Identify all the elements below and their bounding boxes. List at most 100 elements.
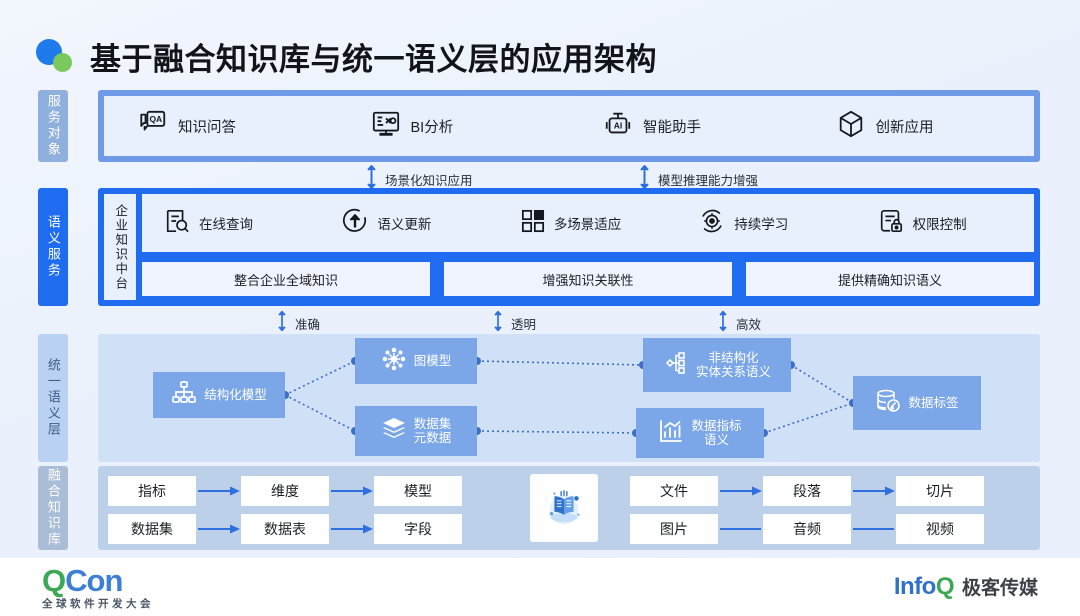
kb-cell[interactable]: 数据集 xyxy=(108,514,196,544)
node-graph-model[interactable]: 图模型 xyxy=(355,338,477,384)
node-unstructured-entity-semantics[interactable]: 非结构化 实体关系语义 xyxy=(643,338,791,392)
two-dots-logo-icon xyxy=(36,37,76,77)
four-squares-icon xyxy=(521,209,545,238)
node-label: 数据集 元数据 xyxy=(413,416,452,445)
qcon-logo-q: Q xyxy=(42,562,66,598)
arrow-right-icon xyxy=(720,486,762,496)
arrow-up-circle-icon xyxy=(342,208,368,239)
qcon-logo-con: Con xyxy=(65,562,123,598)
service-item-label: 智能助手 xyxy=(643,119,701,136)
semantic-feature-label: 在线查询 xyxy=(199,217,253,232)
kb-cell[interactable]: 数据表 xyxy=(241,514,329,544)
entity-graph-icon xyxy=(663,350,689,379)
semantic-cards-row: 整合企业全域知识 增强知识关联性 提供精确知识语义 xyxy=(142,258,1034,300)
node-label: 数据标签 xyxy=(908,395,959,410)
semantic-feature-online-query[interactable]: 在线查询 xyxy=(142,208,320,239)
gear-refresh-icon xyxy=(699,208,725,239)
service-item-assistant[interactable]: AI 智能助手 xyxy=(569,109,802,144)
node-dataset-metadata[interactable]: 数据集 元数据 xyxy=(355,406,477,456)
service-item-label: BI分析 xyxy=(410,119,454,136)
node-label: 非结构化 实体关系语义 xyxy=(695,350,771,379)
connector-accurate: 准确 xyxy=(277,310,320,337)
kb-cell[interactable]: 字段 xyxy=(374,514,462,544)
double-arrow-vertical-icon xyxy=(718,310,728,337)
infoq-logo-subtitle: 极客传媒 xyxy=(961,578,1038,599)
connector-label: 场景化知识应用 xyxy=(385,174,473,188)
page-title: 基于融合知识库与统一语义层的应用架构 xyxy=(90,42,657,77)
semantic-card-precise[interactable]: 提供精确知识语义 xyxy=(746,262,1034,296)
rail-semantic-service: 语义服务 xyxy=(38,188,68,306)
semantic-card-relate[interactable]: 增强知识关联性 xyxy=(444,262,732,296)
connector-scenario-knowledge: 场景化知识应用 xyxy=(366,164,473,195)
double-arrow-vertical-icon xyxy=(639,164,650,195)
service-item-innovation[interactable]: 创新应用 xyxy=(802,109,1035,144)
rail-knowledge-base: 融合知识库 xyxy=(38,466,68,550)
semantic-feature-label: 权限控制 xyxy=(912,217,967,232)
kb-cell[interactable]: 图片 xyxy=(630,514,718,544)
bi-monitor-icon xyxy=(371,109,401,144)
infoq-logo-info: Info xyxy=(893,573,936,600)
svg-text:QA: QA xyxy=(149,114,162,124)
qa-chat-icon: QA xyxy=(138,109,168,144)
connector-label: 模型推理能力增强 xyxy=(658,174,759,188)
kb-cell[interactable]: 模型 xyxy=(374,476,462,506)
semantic-feature-access-control[interactable]: 权限控制 xyxy=(856,208,1034,239)
semantic-feature-label: 语义更新 xyxy=(377,217,432,232)
bar-chart-icon xyxy=(658,418,684,447)
document-lock-icon xyxy=(878,208,904,239)
kb-left-group: 指标 维度 模型数据集 数据表 字段 xyxy=(108,472,498,544)
kb-cell[interactable]: 音频 xyxy=(763,514,851,544)
semantic-service-band: 企业知识中台 在线查询 xyxy=(98,188,1040,306)
connector-transparent: 透明 xyxy=(493,310,536,337)
semantic-feature-label: 多场景适应 xyxy=(553,217,622,232)
infoq-logo-q: Q xyxy=(935,573,955,600)
ai-robot-icon: AI xyxy=(603,109,633,144)
arrow-right-icon xyxy=(331,524,373,534)
cube-icon xyxy=(836,109,866,144)
double-arrow-vertical-icon xyxy=(493,310,503,337)
node-label: 图模型 xyxy=(413,353,452,368)
kb-cell[interactable]: 段落 xyxy=(763,476,851,506)
semantic-feature-continuous-learning[interactable]: 持续学习 xyxy=(677,208,855,239)
arrow-right-icon xyxy=(331,486,373,496)
arrow-right-icon xyxy=(198,524,240,534)
node-metric-semantics[interactable]: 数据指标 语义 xyxy=(636,408,764,458)
node-label: 数据指标 语义 xyxy=(691,418,742,447)
semantic-feature-semantic-update[interactable]: 语义更新 xyxy=(320,208,498,239)
connector-label: 准确 xyxy=(295,318,321,332)
enterprise-knowledge-platform-label: 企业知识中台 xyxy=(104,194,136,300)
semantic-feature-multi-scenario[interactable]: 多场景适应 xyxy=(499,209,677,238)
node-data-tag[interactable]: 数据标签 xyxy=(853,376,981,430)
semantic-feature-label: 持续学习 xyxy=(734,217,789,232)
hierarchy-icon xyxy=(171,380,197,409)
kb-center-icon-wrap xyxy=(498,472,630,544)
graph-nodes-icon xyxy=(381,346,407,375)
layers-icon xyxy=(381,416,407,445)
service-item-qa[interactable]: QA 知识问答 xyxy=(104,109,337,144)
kb-cell[interactable]: 文件 xyxy=(630,476,718,506)
rail-service-objects: 服务对象 xyxy=(38,90,68,162)
rail-unified-layer: 统一语义层 xyxy=(38,334,68,462)
node-structured-model[interactable]: 结构化模型 xyxy=(153,372,285,418)
semantic-feature-row: 在线查询 语义更新 xyxy=(142,194,1034,252)
kb-cell[interactable]: 维度 xyxy=(241,476,329,506)
kb-right-group: 文件 段落 切片图片 音频 视频 xyxy=(630,472,1020,544)
node-label: 结构化模型 xyxy=(204,387,267,402)
arrow-right-icon xyxy=(198,486,240,496)
kb-cell[interactable]: 切片 xyxy=(896,476,984,506)
unified-semantic-layer-band: 结构化模型 图模型 数据集 元数据 xyxy=(98,334,1040,462)
double-arrow-vertical-icon xyxy=(277,310,287,337)
connector-model-reasoning: 模型推理能力增强 xyxy=(639,164,758,195)
qcon-logo: QCon 全球软件开发大会 xyxy=(42,565,154,610)
semantic-card-integrate[interactable]: 整合企业全域知识 xyxy=(142,262,430,296)
arrow-right-icon xyxy=(853,486,895,496)
kb-cell[interactable]: 视频 xyxy=(896,514,984,544)
page-header: 基于融合知识库与统一语义层的应用架构 xyxy=(36,34,657,79)
service-item-bi[interactable]: BI分析 xyxy=(337,109,570,144)
kb-cell[interactable]: 指标 xyxy=(108,476,196,506)
infoq-logo: InfoQ 极客传媒 xyxy=(894,573,1038,601)
connector-efficient: 高效 xyxy=(718,310,761,337)
connector-label: 高效 xyxy=(736,318,762,332)
qcon-logo-subtitle: 全球软件开发大会 xyxy=(42,597,154,610)
connector-line-icon xyxy=(853,528,894,530)
